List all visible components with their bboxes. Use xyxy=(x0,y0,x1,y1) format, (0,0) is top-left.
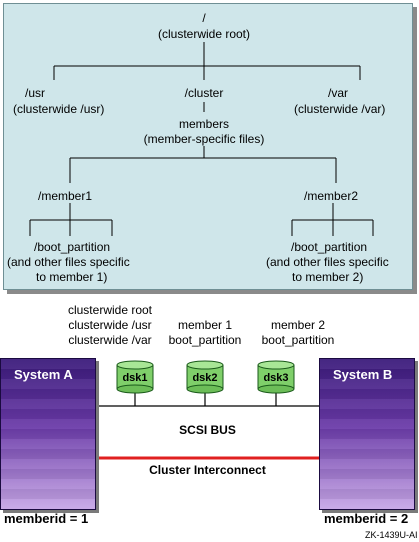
cluster-interconnect-label: Cluster Interconnect xyxy=(149,463,266,477)
tree-root-desc: (clusterwide root) xyxy=(157,27,251,41)
tree-boot2-line2: (and other files specific xyxy=(266,255,389,269)
tree-boot1-line2: (and other files specific xyxy=(7,255,130,269)
tree-cluster-path: /cluster xyxy=(184,86,224,100)
dsk2-name: dsk2 xyxy=(192,372,218,384)
system-b-name: System B xyxy=(333,367,393,382)
system-b-box xyxy=(319,358,415,510)
directory-tree-panel xyxy=(3,3,413,290)
disk-dsk3 xyxy=(257,360,295,394)
system-a-memberid: memberid = 1 xyxy=(4,511,89,526)
dsk1-name: dsk1 xyxy=(122,372,148,384)
tree-var-path: /var xyxy=(328,86,349,100)
dsk1-caption-2: clusterwide /usr xyxy=(68,318,152,332)
system-b-memberid: memberid = 2 xyxy=(324,511,409,526)
tree-member1-path: /member1 xyxy=(38,189,93,203)
dsk2-caption-2: boot_partition xyxy=(168,333,242,347)
dsk1-caption-3: clusterwide /var xyxy=(68,333,152,347)
dsk3-caption-1: member 2 xyxy=(270,318,326,332)
tree-usr-path: /usr xyxy=(25,86,46,100)
tree-root-path: / xyxy=(202,11,206,25)
scsi-bus-label: SCSI BUS xyxy=(179,423,236,437)
dsk3-caption-2: boot_partition xyxy=(261,333,335,347)
tree-boot1-line1: /boot_partition xyxy=(34,240,111,254)
system-a-box xyxy=(0,358,96,510)
tree-boot2-line1: /boot_partition xyxy=(291,240,368,254)
tree-boot2-line3: to member 2) xyxy=(292,270,364,284)
tree-boot1-line3: to member 1) xyxy=(36,270,108,284)
system-a-name: System A xyxy=(14,367,73,382)
tree-var-desc: (clusterwide /var) xyxy=(294,102,386,116)
disk-dsk2 xyxy=(186,360,224,394)
disk-dsk1 xyxy=(116,360,154,394)
tree-usr-desc: (clusterwide /usr) xyxy=(13,102,105,116)
figure-id: ZK-1439U-AI xyxy=(365,530,418,540)
tree-members-desc: (member-specific files) xyxy=(143,132,265,146)
tree-members-path: members xyxy=(178,117,229,131)
tree-member2-path: /member2 xyxy=(304,189,359,203)
dsk2-caption-1: member 1 xyxy=(177,318,233,332)
dsk1-caption-1: clusterwide root xyxy=(67,303,153,317)
dsk3-name: dsk3 xyxy=(263,372,289,384)
